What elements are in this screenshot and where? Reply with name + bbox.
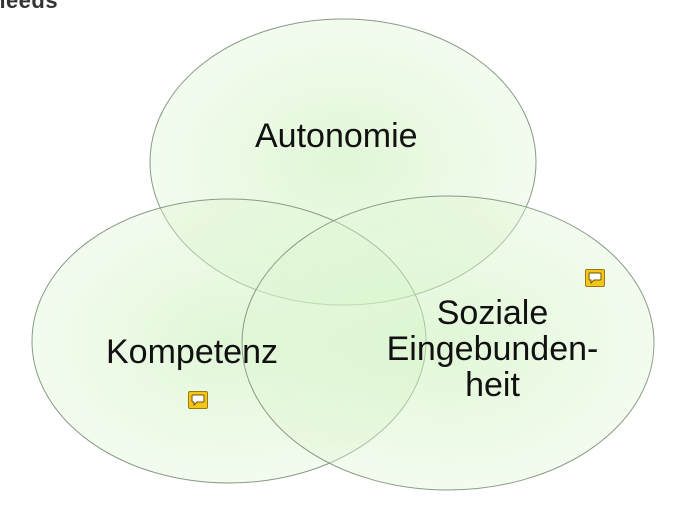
label-soziale-line-1: Soziale	[436, 294, 549, 332]
circle-soziale-eingebundenheit[interactable]	[241, 195, 655, 491]
label-autonomie: Autonomie	[255, 117, 418, 155]
label-soziale-line-3: heit	[465, 366, 520, 404]
label-soziale-line-2: Eingebunden-	[386, 330, 599, 368]
speech-bubble-icon[interactable]	[188, 391, 208, 409]
slide-title-fragment: needs	[0, 0, 59, 13]
speech-bubble-icon[interactable]	[585, 269, 605, 287]
label-kompetenz: Kompetenz	[106, 333, 278, 371]
label-soziale-eingebundenheit: Soziale Eingebunden- heit	[370, 295, 615, 403]
